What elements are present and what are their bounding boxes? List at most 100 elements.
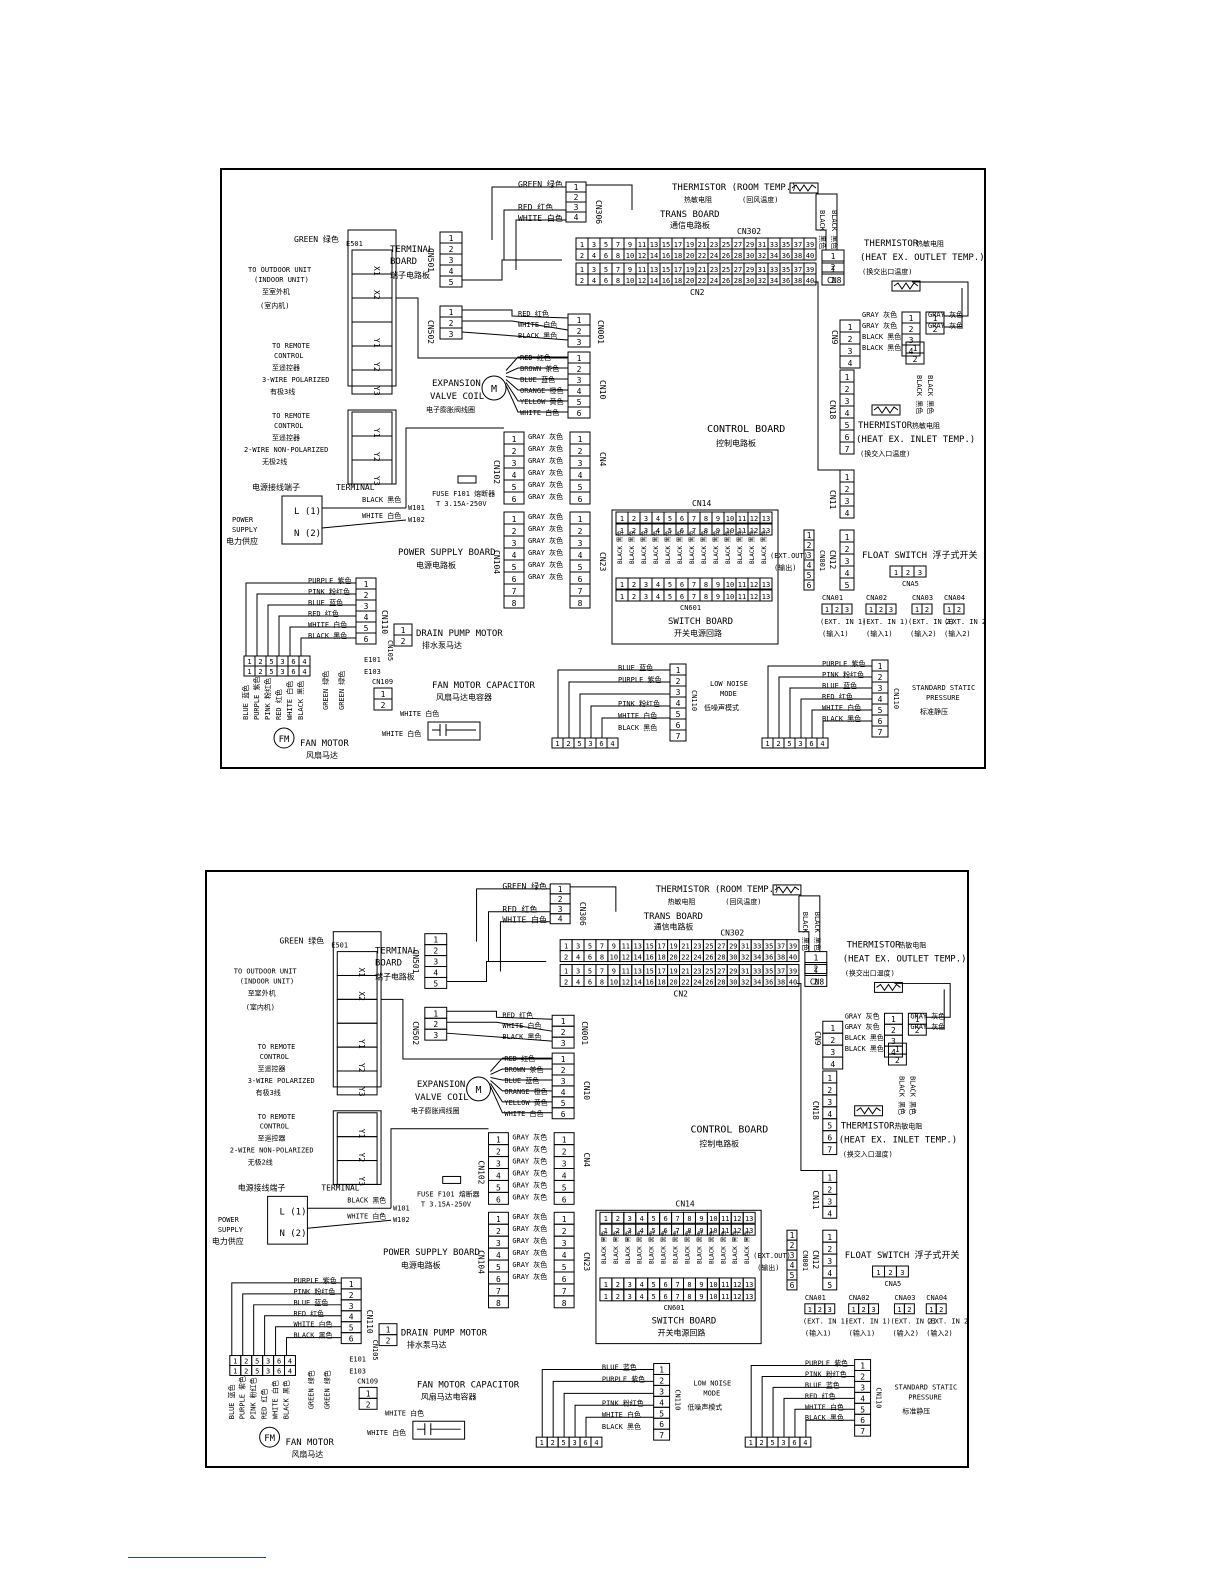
label-e501: E501 — [346, 240, 363, 248]
pin-number: 5 — [604, 241, 608, 249]
label-cn109: CN109 — [372, 678, 393, 686]
pin-number: 18 — [657, 978, 665, 986]
label-w-white: WHITE 白色 — [293, 1320, 332, 1329]
pin-number: 6 — [680, 581, 684, 589]
power-terminal — [281, 495, 323, 545]
pin-number: 33 — [770, 241, 778, 249]
label-fan-cap: FAN MOTOR CAPACITOR — [417, 1380, 520, 1390]
cn102-pin — [503, 491, 525, 505]
cn14-row1-pin — [759, 511, 773, 524]
pin-number: 11 — [738, 515, 746, 523]
label-indoor-unit: (INDOOR UNIT) — [254, 276, 309, 284]
cn2-pin — [786, 974, 800, 987]
pin-number: 3 — [659, 1387, 664, 1396]
cn502-pin — [424, 1028, 448, 1041]
label-w-black: BLACK 黑色 — [602, 1422, 641, 1431]
label-w-pink: PINK 粉红色 — [249, 1377, 258, 1419]
pin-number: 27 — [717, 967, 725, 975]
pin-number: 14 — [650, 252, 658, 260]
label-cn4: CN4 — [598, 452, 607, 467]
pin-number: 7 — [845, 445, 850, 454]
cn9-mate2-pin — [907, 1023, 927, 1036]
label-e501: E501 — [331, 942, 348, 950]
pin-number: 9 — [716, 593, 720, 601]
pin-number: 8 — [687, 1293, 691, 1301]
pin-number: 1 — [813, 966, 818, 975]
label-black-v: BLACK 黑色 — [731, 1231, 739, 1264]
pin-number: 2 — [562, 1227, 567, 1236]
fan-motor-icon — [273, 727, 295, 749]
pin-number: 5 — [269, 668, 273, 676]
pin-number: 16 — [645, 954, 653, 962]
label-n-label: N (2) — [280, 1229, 307, 1239]
pin-number: 8 — [600, 978, 604, 986]
label-thermistor-cn: 热敏电阻 — [898, 941, 926, 950]
pin-number: 1 — [827, 1233, 832, 1242]
pin-number: 13 — [634, 943, 642, 951]
pin-number: 2 — [496, 1227, 501, 1236]
pin-number: 7 — [692, 515, 696, 523]
pin-number: 7 — [600, 967, 604, 975]
wire — [816, 193, 838, 250]
pin-number: 1 — [765, 740, 769, 748]
pin-number: 4 — [610, 740, 614, 748]
pin-number: 3 — [827, 1257, 832, 1266]
label-power-terminal-cn: 电源接线端子 — [252, 482, 300, 492]
fan-capacitor-box — [412, 1420, 466, 1440]
pin-number: 3 — [349, 1302, 354, 1311]
pin-number: 4 — [562, 1171, 567, 1180]
pin-number: 5 — [578, 483, 583, 492]
wire — [245, 582, 356, 656]
pin-number: 3 — [578, 539, 583, 548]
pin-number: 11 — [638, 241, 646, 249]
label-cn18: CN18 — [828, 400, 837, 419]
pin-number: 3 — [280, 668, 284, 676]
label-w-red: RED 红色 — [518, 309, 549, 318]
pin-number: 24 — [710, 252, 718, 260]
label-e101: E101 — [349, 1356, 366, 1364]
label-ext-in2: (EXT. IN 2) — [944, 618, 984, 626]
pin-number: 4 — [512, 551, 517, 560]
cn8b-pin — [821, 273, 845, 286]
label-supply: SUPPLY — [218, 1226, 244, 1234]
pin-number: 3 — [644, 515, 648, 523]
label-cn501: CN501 — [411, 950, 420, 974]
label-w-black: BLACK 黑色 — [845, 1044, 884, 1053]
label-y2: Y2 — [357, 1153, 366, 1163]
pin-number: 9 — [699, 1293, 703, 1301]
label-drain-pump-cn: 排水泵马达 — [407, 1340, 447, 1350]
pin-number: 3 — [266, 1358, 270, 1366]
pin-number: 1 — [897, 1306, 901, 1314]
pin-number: 2 — [632, 515, 636, 523]
label-black-v: BLACK 黑色 — [926, 375, 935, 414]
wire — [242, 1293, 342, 1356]
pin-number: 3 — [574, 203, 579, 212]
label-heat-in-cn: (换交出口温度) — [845, 968, 895, 977]
pin-number: 1 — [620, 581, 624, 589]
label-w-gray: GRAY 灰色 — [845, 1011, 880, 1020]
label-standard-cn: 标准静压 — [902, 1406, 930, 1415]
pin-number: 21 — [681, 943, 689, 951]
label-w-blue: BLUE 蓝色 — [308, 598, 343, 607]
pin-number: 2 — [933, 325, 938, 334]
pin-number: 2 — [895, 1056, 900, 1065]
label-control-board: CONTROL BOARD — [690, 1125, 768, 1136]
label-black-v: BLACK 黑色 — [707, 1231, 715, 1264]
pin-number: 1 — [909, 314, 914, 323]
label-indoor-cn: (室内机) — [246, 1002, 275, 1011]
cn801-pin — [803, 579, 815, 591]
pin-number: 5 — [269, 658, 273, 666]
label-black-v: BLACK 黑色 — [616, 530, 624, 564]
pin-number: 5 — [668, 581, 672, 589]
pin-number: 30 — [729, 954, 737, 962]
pin-number: 39 — [806, 266, 814, 274]
label-in2-cn: (输入2) — [944, 629, 971, 638]
label-black-v: BLACK 黑色 — [660, 1231, 668, 1264]
pin-number: 3 — [628, 1215, 632, 1223]
pin-number: 24 — [693, 954, 701, 962]
pin-number: 6 — [578, 575, 583, 584]
label-w-pink: PINK 粉红色 — [822, 670, 864, 679]
label-cna04: CNA04 — [926, 1294, 947, 1302]
pin-number: 21 — [698, 241, 706, 249]
label-black-v: BLACK 黑色 — [664, 530, 672, 564]
